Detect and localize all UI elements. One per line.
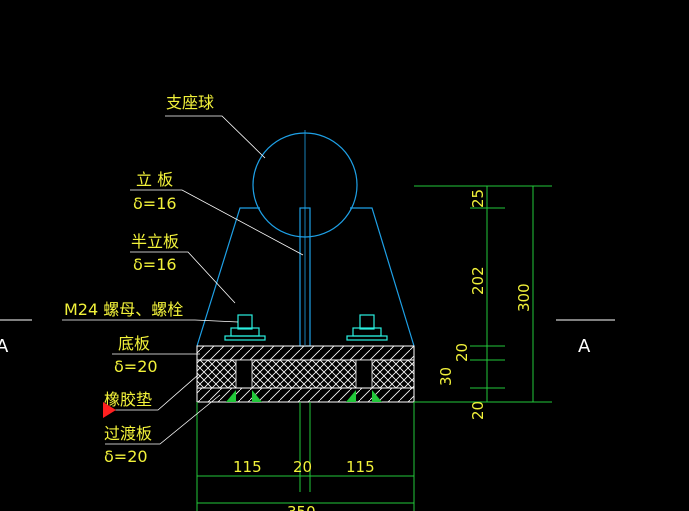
label-transition-plate-thk: δ=20 — [104, 447, 148, 466]
weld-right-a — [346, 390, 356, 402]
dim-300: 300 — [515, 283, 533, 312]
dim-20-center: 20 — [293, 458, 312, 476]
grip-marker-icon[interactable] — [103, 402, 116, 418]
dim-350: 350 — [287, 503, 316, 511]
dim-20b: 20 — [469, 401, 487, 420]
rubber-pad — [196, 359, 415, 389]
dim-25: 25 — [469, 189, 487, 208]
label-half-vertical-plate: 半立板 — [131, 232, 179, 251]
label-vertical-plate: 立 板 — [136, 170, 173, 189]
housing-outline — [196, 207, 260, 347]
pad-hole-right — [355, 359, 373, 389]
label-bolts: M24 螺母、螺栓 — [64, 300, 183, 319]
label-rubber-pad: 橡胶垫 — [104, 390, 152, 409]
weld-right-b — [372, 390, 382, 402]
base-plate — [196, 345, 415, 361]
section-mark-right: A — [578, 336, 591, 357]
label-half-vertical-plate-thk: δ=16 — [133, 255, 177, 274]
section-mark-left: A — [0, 336, 9, 357]
dim-20a: 20 — [453, 343, 471, 362]
housing-outline-right — [350, 207, 415, 347]
vertical-dimension-lines — [414, 185, 552, 403]
transition-plate — [196, 387, 415, 403]
label-transition-plate: 过渡板 — [104, 424, 152, 443]
label-base-plate-thk: δ=20 — [114, 357, 158, 376]
pad-hole-left — [235, 359, 253, 389]
horizontal-dimension-lines — [196, 402, 415, 511]
weld-left-b — [252, 390, 262, 402]
bolt-right — [346, 314, 388, 341]
leader-lines — [62, 115, 304, 445]
dim-115-right: 115 — [346, 458, 375, 476]
dim-115-left: 115 — [233, 458, 262, 476]
dim-30: 30 — [437, 367, 455, 386]
label-ball: 支座球 — [166, 93, 214, 112]
dim-202: 202 — [469, 266, 487, 295]
label-vertical-plate-thk: δ=16 — [133, 194, 177, 213]
bolt-left — [224, 314, 266, 341]
weld-left-a — [226, 390, 236, 402]
label-base-plate: 底板 — [118, 334, 150, 353]
